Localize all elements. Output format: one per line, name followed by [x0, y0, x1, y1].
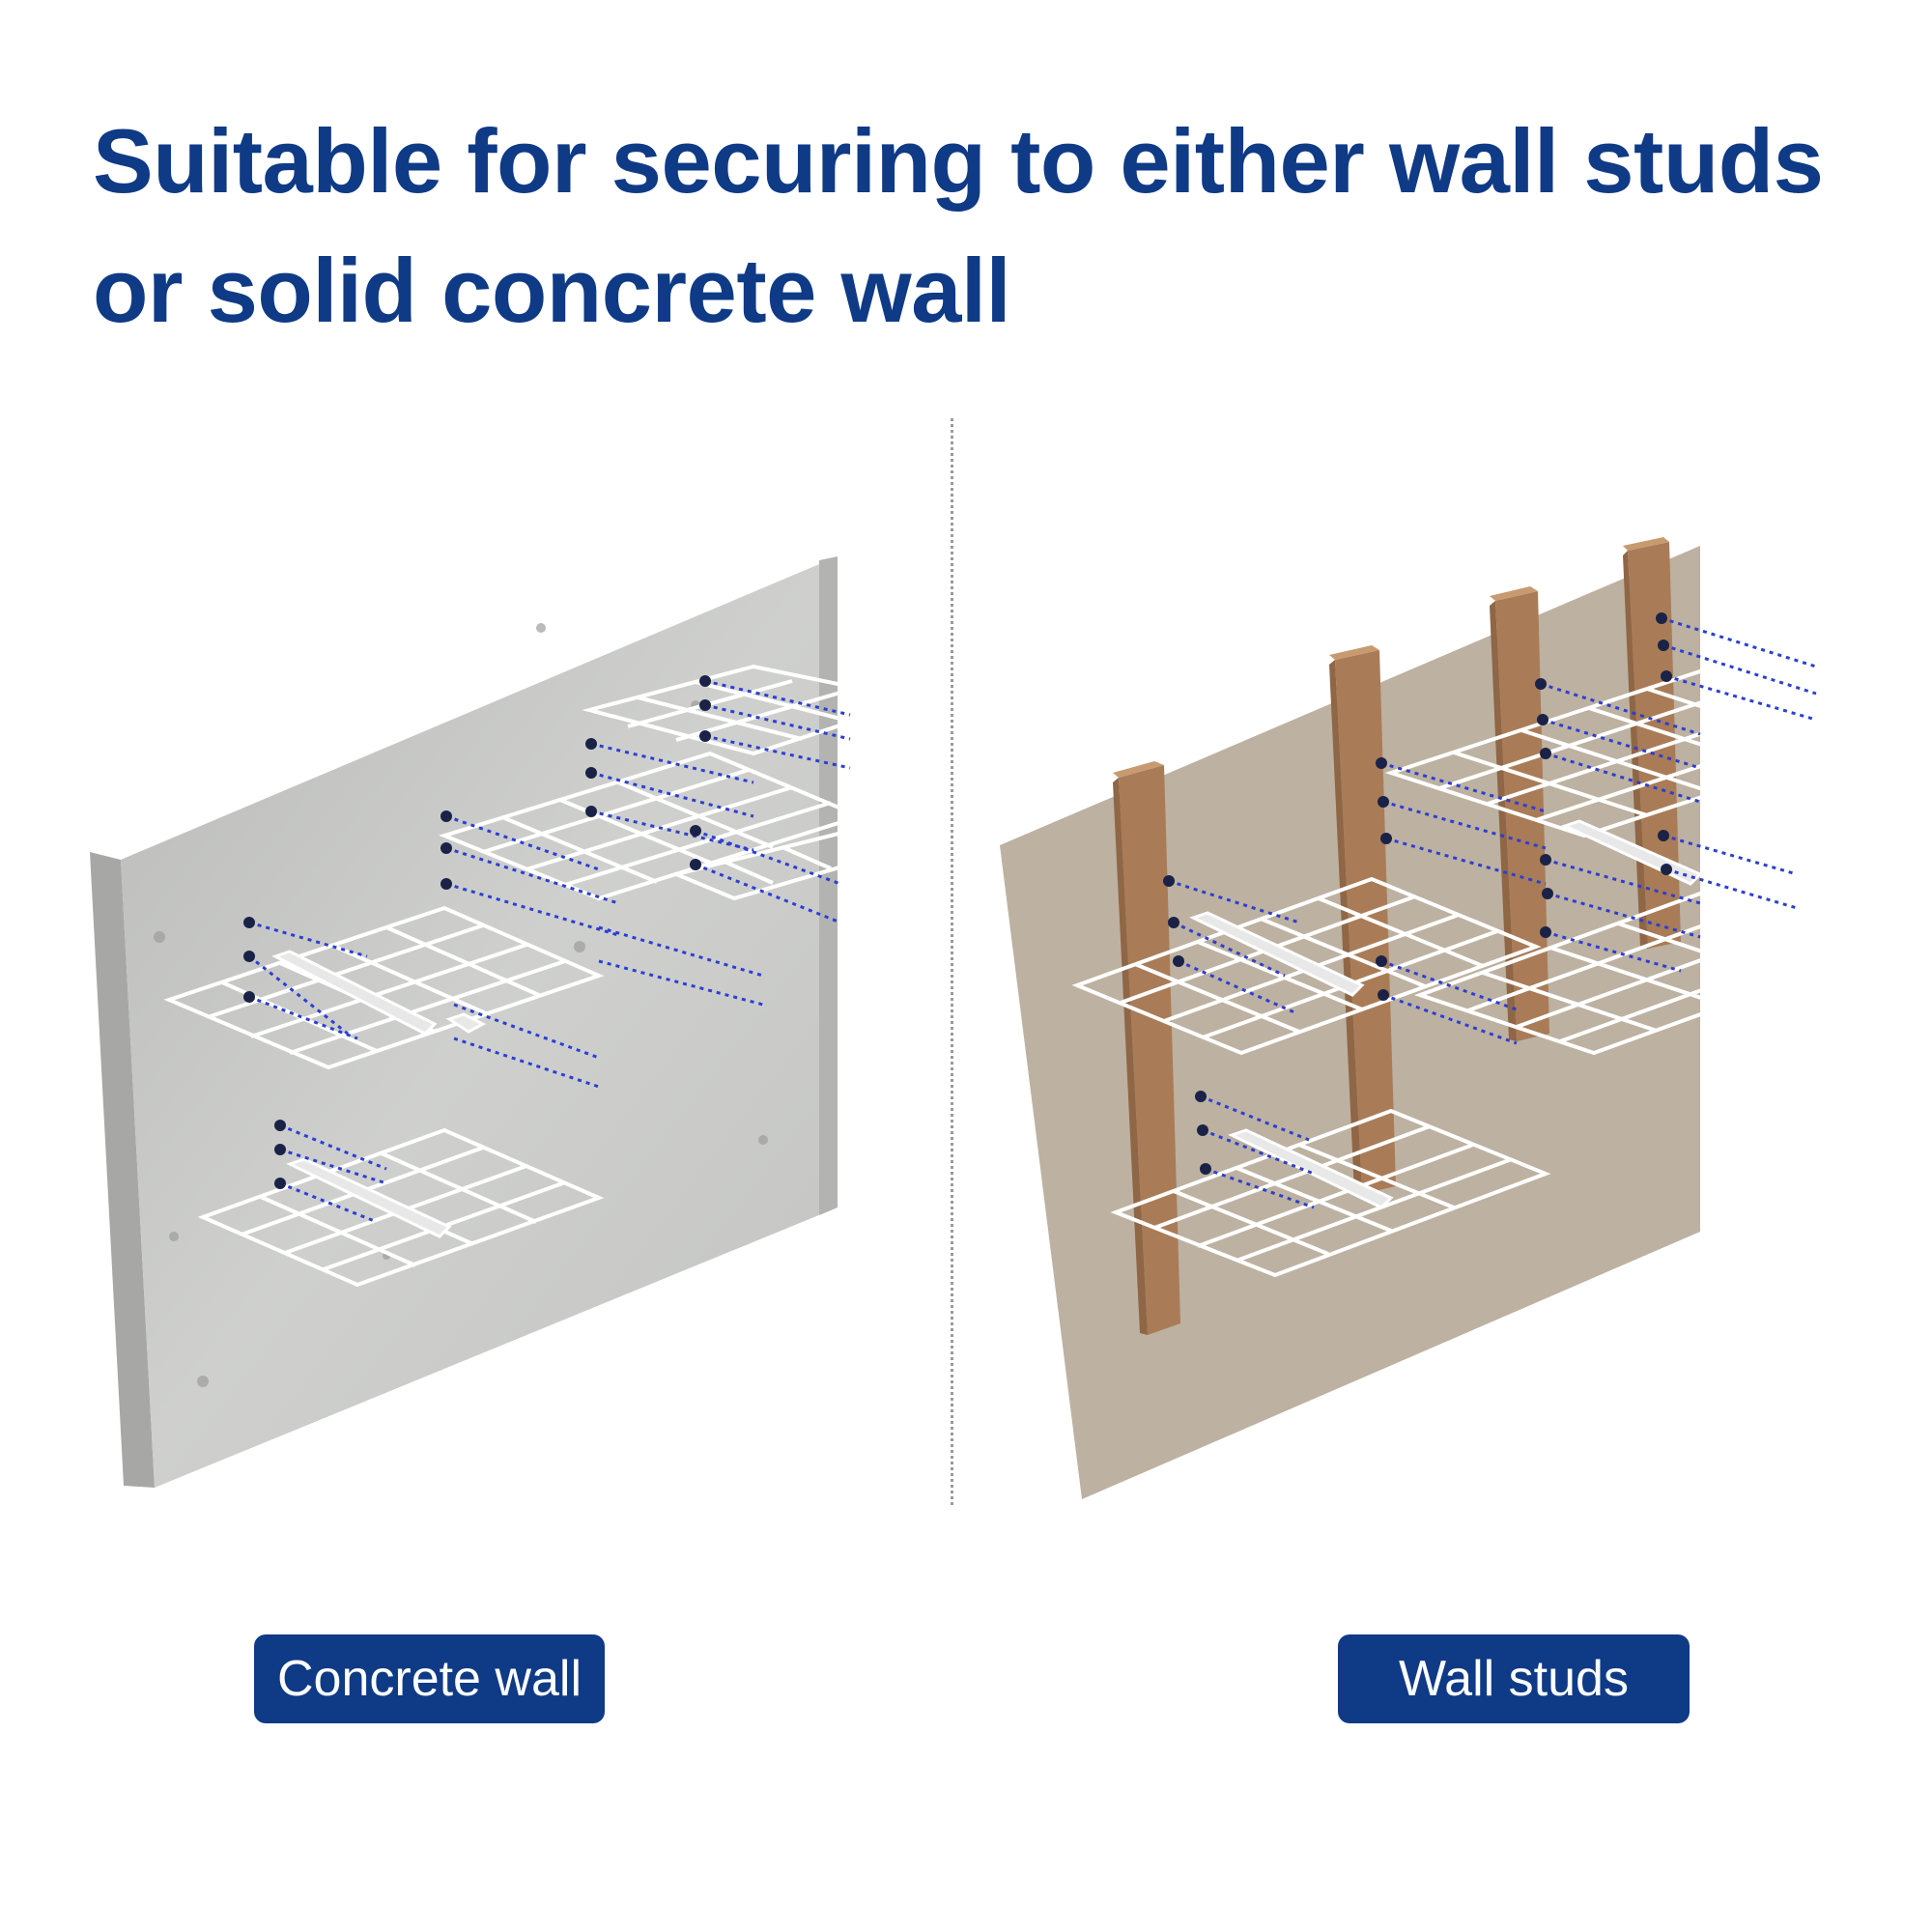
concrete-wall-edge [90, 852, 155, 1488]
wall-stud [1329, 645, 1396, 1194]
wall-stud [1113, 761, 1180, 1335]
wall-studs-label: Wall studs [1338, 1634, 1690, 1723]
panel-divider [951, 418, 953, 1505]
wire-shelf [669, 828, 905, 901]
screw-line [1168, 616, 1817, 1209]
concrete-wall-illustration [90, 556, 925, 1488]
wire-shelf [1071, 876, 1542, 1056]
concrete-wall-label-text: Concrete wall [276, 1651, 582, 1707]
wire-shelf [1110, 1108, 1551, 1278]
screw-line [248, 679, 851, 1224]
concrete-wall-label: Concrete wall [254, 1634, 605, 1723]
drywall-panel [1000, 546, 1700, 1499]
wire-shelf [1413, 891, 1881, 1056]
wall-studs-label-text: Wall studs [1399, 1651, 1629, 1707]
wall-stud [1623, 537, 1681, 949]
screw-head [1163, 612, 1672, 1175]
screw-head [243, 675, 711, 1189]
wall-stud [1490, 586, 1549, 1041]
shelf-bracket [1189, 819, 1703, 1209]
shelf-bracket [271, 950, 487, 1238]
headline: Suitable for securing to either wall stu… [93, 110, 1824, 341]
wire-shelf [1384, 668, 1900, 838]
